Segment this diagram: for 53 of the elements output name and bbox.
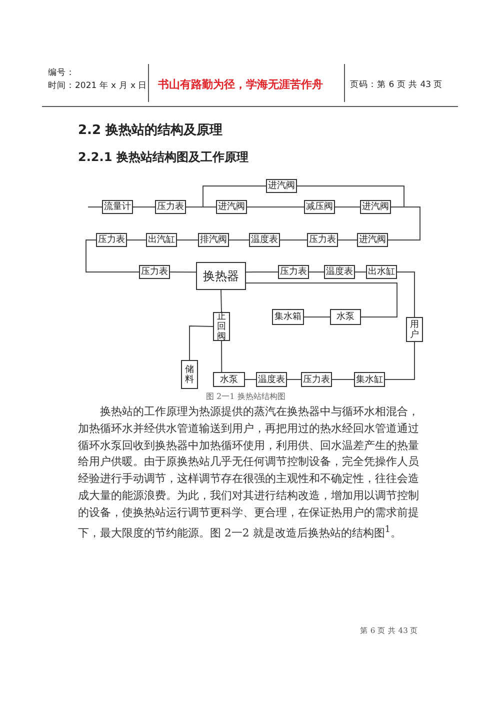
pipe-line [170,272,196,273]
section-heading: 2.2 换热站的结构及原理 [78,122,223,139]
pipe-line [189,325,214,360]
pipe-line [244,379,256,380]
exchanger-box: 换热器 [196,262,246,290]
component-box: 水泵 [330,309,361,325]
component-box: 水泵 [213,372,245,387]
component-box: 集水缸 [354,372,385,387]
pipe-line [304,316,330,318]
component-box: 压力表 [155,200,186,214]
component-box: 压力表 [301,372,332,387]
pipe-line [246,272,278,273]
pipe-line [246,206,304,208]
component-box: 温度表 [256,372,287,387]
pipe-line [396,272,415,318]
component-box: 压力表 [278,265,309,279]
component-box: 流量计 [102,200,133,214]
pipe-line [88,206,102,208]
pipe-line [132,206,156,208]
component-box: 储料 [181,360,198,389]
component-box: 压力表 [307,233,338,247]
component-box: 进汽阀 [357,233,388,247]
component-box: 温度表 [324,265,355,279]
pipe-line [334,206,360,208]
pipe-line [246,282,398,318]
component-box: 进汽阀 [360,200,391,214]
component-box: 压力表 [139,265,170,279]
pipe-line [286,379,302,380]
pipe-line [86,240,140,272]
component-box: 压力表 [96,233,127,247]
component-box: 出汽缸 [146,233,177,247]
component-box: 用户 [406,317,423,342]
component-box: 出水缸 [366,265,397,279]
component-box: 集水箱 [272,309,304,325]
section-heading: 2.2.1 换热站结构图及工作原理 [78,149,248,166]
component-box: 进汽阀 [216,200,247,214]
component-box: 止回阀 [213,312,230,341]
pipe-line [221,340,222,372]
header-text: 编号： [48,67,75,79]
body-paragraph: 换热站的工作原理为热源提供的蒸汽在换热器中与循环水相混合，加热循环水并经供水管道输送到用户，再把用过的热水经回水管道通过循环水泵回收到换热器中加热循环使用，利用供、回水温差产生的热量给用户供暖。由于原换热站几乎无任何调节控制设备，完全凭操作人员经验进行手动调节，这样调节存在很强的主观性和不确定性，往往会造成大量的能源浪费。为此，我们对其进行结构改造，增加用以调节控制的设备，使换热站运行调节更科学、更合理，在保证热用户的需求前提下，最大限度的节约能源。图 2一2 就是改造后换热站的结构图$^{1}$。 [78,404,420,542]
pipe-line [220,290,222,312]
component-box: 排汽阀 [198,233,229,247]
pipe-line [332,379,354,380]
pipe-line [186,186,266,208]
component-box: 进汽阀 [266,179,297,193]
figure-caption: 图 2一1 换热站结构图 [206,391,286,402]
page-number: 页码：第 6 页 共 43 页 [350,79,443,91]
component-box: 温度表 [249,233,280,247]
component-box: 减压阀 [304,200,335,214]
pipe-line [388,206,420,240]
motto-text: 书山有路勤为径，学海无涯苦作舟 [158,77,323,92]
pipe-line [384,342,415,380]
header-text: 时间：2021 年 x 月 x 日 [48,80,148,92]
